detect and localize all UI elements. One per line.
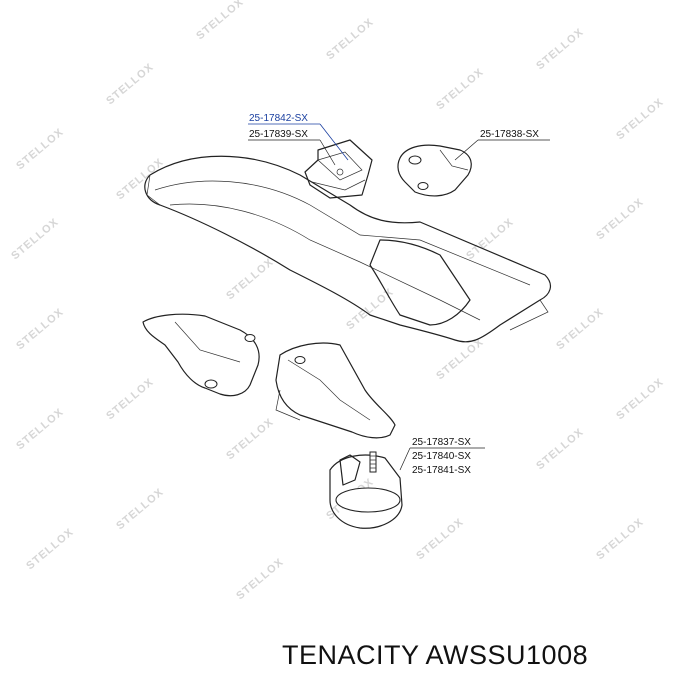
watermark-text: STELLOX	[554, 306, 606, 352]
part-label-engine-1: 25-17837-SX	[412, 437, 471, 448]
watermark-text: STELLOX	[14, 406, 66, 452]
part-label-side: 25-17838-SX	[480, 129, 539, 140]
frame-crossmember	[144, 155, 552, 343]
mount-bracket-side	[397, 144, 472, 197]
watermark-text: STELLOX	[534, 426, 586, 472]
watermark-text: STELLOX	[194, 0, 246, 42]
watermark-text: STELLOX	[224, 416, 276, 462]
watermark-text: STELLOX	[614, 376, 666, 422]
watermark-text: STELLOX	[114, 156, 166, 202]
watermark-text: STELLOX	[114, 486, 166, 532]
watermark-text: STELLOX	[344, 286, 396, 332]
watermark-text: STELLOX	[594, 516, 646, 562]
part-label-engine-2: 25-17840-SX	[412, 451, 471, 462]
watermark-text: STELLOX	[534, 26, 586, 72]
watermark-text: STELLOX	[24, 526, 76, 572]
watermark-text: STELLOX	[324, 16, 376, 62]
mount-bracket-center	[275, 342, 396, 439]
watermark-text: STELLOX	[104, 61, 156, 107]
mount-bracket-left	[142, 313, 260, 397]
watermark-text: STELLOX	[14, 306, 66, 352]
watermark-text: STELLOX	[464, 216, 516, 262]
product-caption: TENACITY AWSSU1008	[282, 640, 589, 670]
leader-lines	[248, 123, 550, 471]
part-label-front-bottom: 25-17839-SX	[249, 129, 308, 140]
part-label-engine-3: 25-17841-SX	[412, 465, 471, 476]
watermark-text: STELLOX	[594, 196, 646, 242]
engine-mount-cylinder	[329, 451, 403, 529]
watermark-text: STELLOX	[614, 96, 666, 142]
part-label-front-top: 25-17842-SX	[249, 113, 308, 124]
mount-bracket-front	[304, 139, 373, 199]
watermark-text: STELLOX	[224, 256, 276, 302]
watermark-text: STELLOX	[434, 66, 486, 112]
watermark-text: STELLOX	[104, 376, 156, 422]
watermark-text: STELLOX	[234, 556, 286, 602]
watermark-text: STELLOX	[9, 216, 61, 262]
watermark-text: STELLOX	[14, 126, 66, 172]
watermark-text: STELLOX	[434, 336, 486, 382]
watermark-text: STELLOX	[414, 516, 466, 562]
